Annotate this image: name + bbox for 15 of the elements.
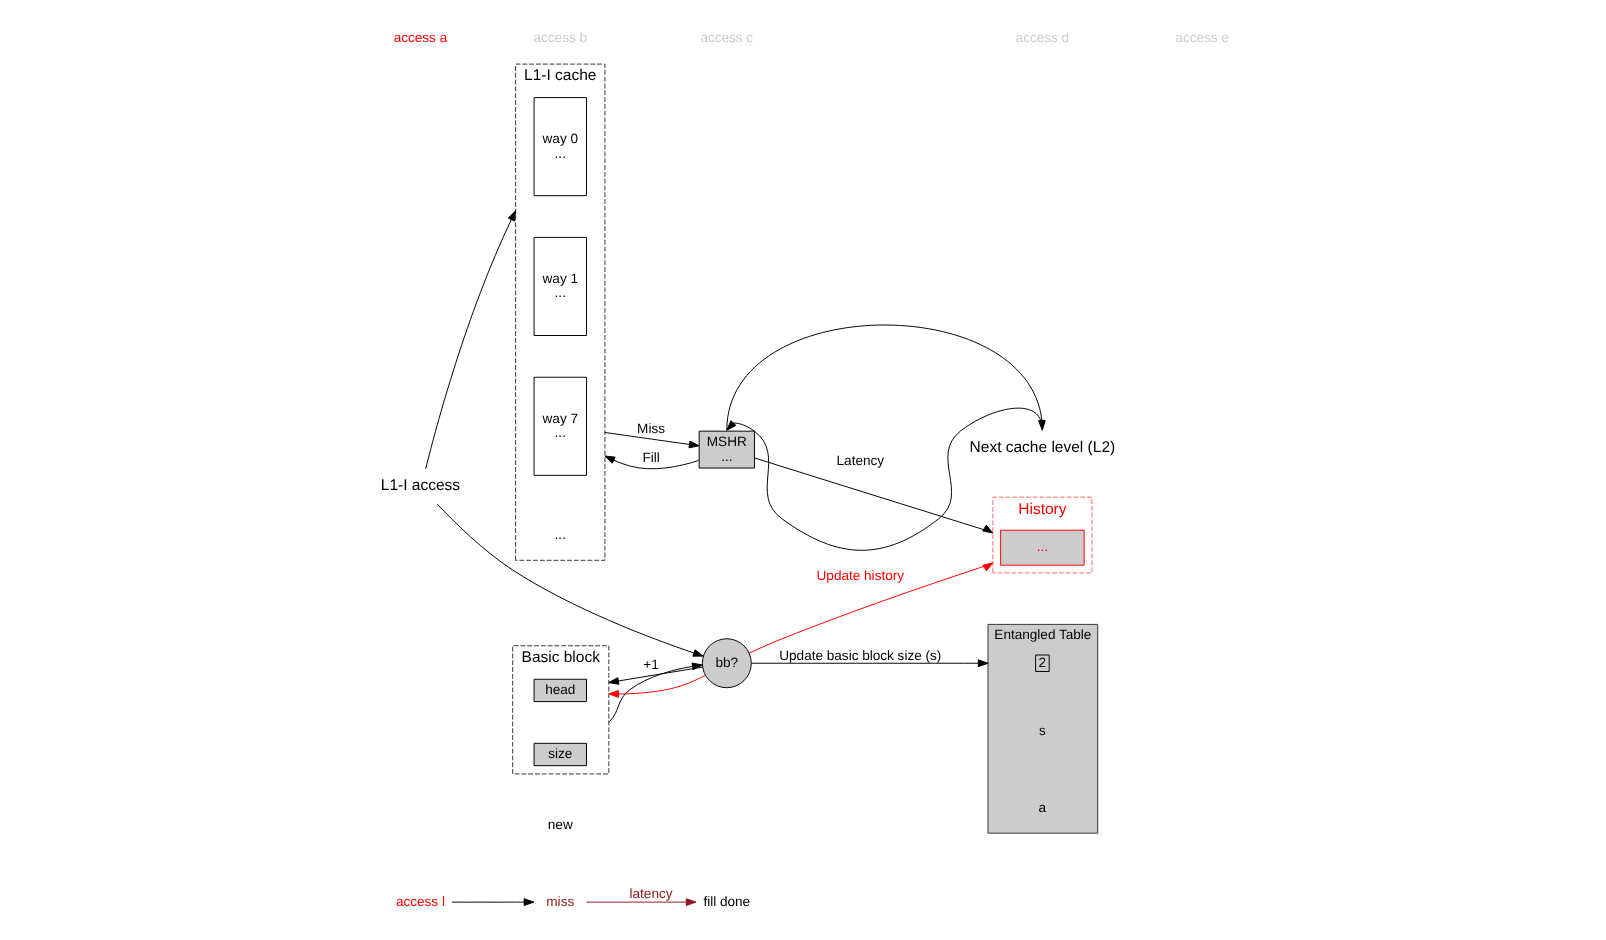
arrow [607,666,702,685]
arrow [725,407,1042,551]
arrow [450,898,534,906]
arrow [603,432,699,449]
arrow [607,674,705,698]
node-text: Next cache level (L2) [968,438,1115,457]
arrow [435,503,703,657]
node-text: L1-I access [379,476,460,495]
arrow [603,455,699,470]
arrow [585,898,696,906]
arrow [750,659,988,668]
arrow [747,562,993,654]
arrow [753,457,993,534]
arrow [424,210,516,470]
arrow [607,662,702,723]
